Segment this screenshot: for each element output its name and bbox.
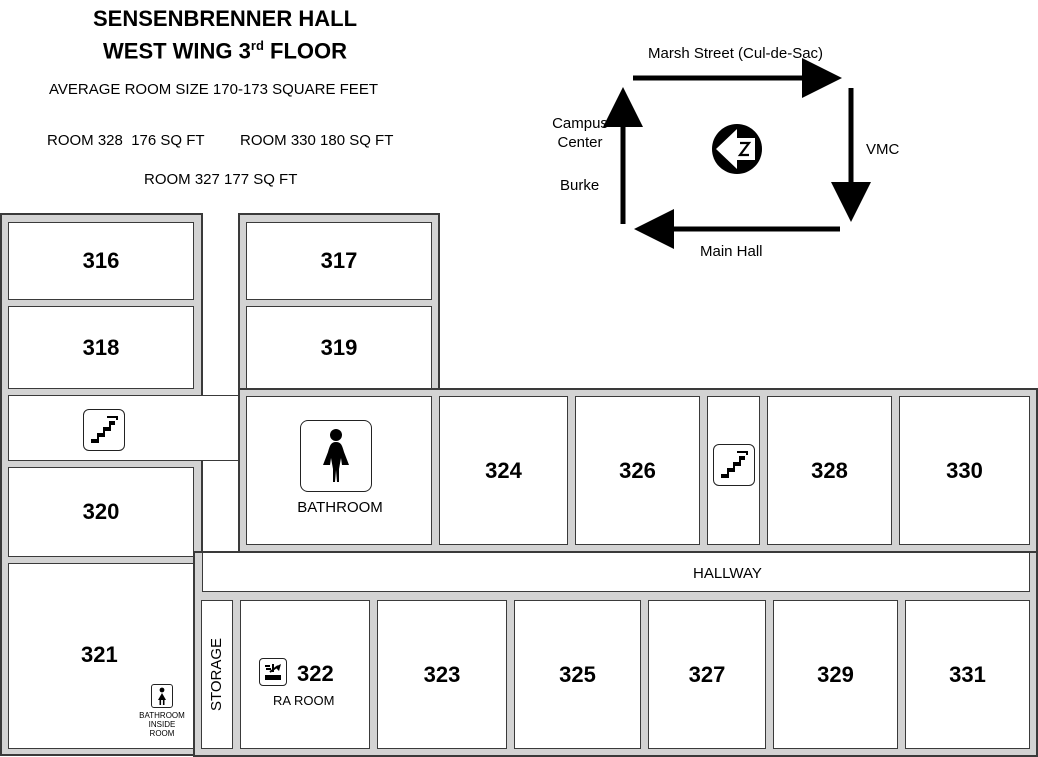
room-322[interactable]: 322 RA ROOM bbox=[240, 600, 370, 749]
bathroom-inside-room-label: BATHROOM INSIDE ROOM bbox=[139, 711, 185, 738]
room-329[interactable]: 329 bbox=[773, 600, 898, 749]
direction-arrows bbox=[603, 58, 871, 249]
room-326[interactable]: 326 bbox=[575, 396, 700, 545]
title-line-2: WEST WING 3rd FLOOR bbox=[103, 38, 347, 64]
ra-room-label: RA ROOM bbox=[273, 693, 335, 708]
room-330-size: ROOM 330 180 SQ FT bbox=[240, 132, 394, 149]
map-title: SENSENBRENNER HALL WEST WING 3rd FLOOR bbox=[40, 5, 410, 64]
burke-label: Burke bbox=[560, 177, 600, 194]
marsh-street-label: Marsh Street (Cul-de-Sac) bbox=[648, 45, 824, 62]
room-331[interactable]: 331 bbox=[905, 600, 1030, 749]
title-line-1: SENSENBRENNER HALL bbox=[92, 6, 358, 31]
room-317[interactable]: 317 bbox=[246, 222, 432, 300]
room-324[interactable]: 324 bbox=[439, 396, 568, 545]
campus-center-label: Campus Center bbox=[552, 115, 608, 151]
room-327-size: ROOM 327 177 SQ FT bbox=[144, 171, 298, 188]
room-328-size: ROOM 328 176 SQ FT bbox=[47, 132, 205, 149]
room-327[interactable]: 327 bbox=[648, 600, 766, 749]
room-328[interactable]: 328 bbox=[767, 396, 892, 545]
storage-label: STORAGE bbox=[208, 637, 226, 712]
room-323[interactable]: 323 bbox=[377, 600, 507, 749]
room-325[interactable]: 325 bbox=[514, 600, 641, 749]
bathroom[interactable]: BATHROOM bbox=[246, 396, 432, 545]
room-319[interactable]: 319 bbox=[246, 306, 432, 389]
main-hall-label: Main Hall bbox=[700, 243, 763, 260]
average-room-size: AVERAGE ROOM SIZE 170-173 SQUARE FEET bbox=[49, 81, 378, 98]
north-arrow-icon bbox=[712, 124, 762, 174]
stairs-icon bbox=[713, 444, 755, 486]
room-316[interactable]: 316 bbox=[8, 222, 194, 300]
room-320[interactable]: 320 bbox=[8, 467, 194, 557]
vmc-label: VMC bbox=[866, 141, 900, 158]
bathroom-label: BATHROOM bbox=[297, 499, 383, 516]
storage[interactable]: STORAGE bbox=[201, 600, 233, 749]
ra-icon bbox=[259, 658, 287, 686]
room-321[interactable]: 321 BATHROOM INSIDE ROOM bbox=[8, 563, 194, 749]
stairs-icon bbox=[83, 409, 125, 451]
room-318[interactable]: 318 bbox=[8, 306, 194, 389]
hallway: HALLWAY bbox=[202, 552, 1030, 592]
woman-restroom-icon bbox=[151, 684, 173, 708]
bathroom-inside-room-sign: BATHROOM INSIDE ROOM bbox=[133, 684, 191, 738]
woman-restroom-icon bbox=[300, 420, 372, 492]
room-330[interactable]: 330 bbox=[899, 396, 1030, 545]
